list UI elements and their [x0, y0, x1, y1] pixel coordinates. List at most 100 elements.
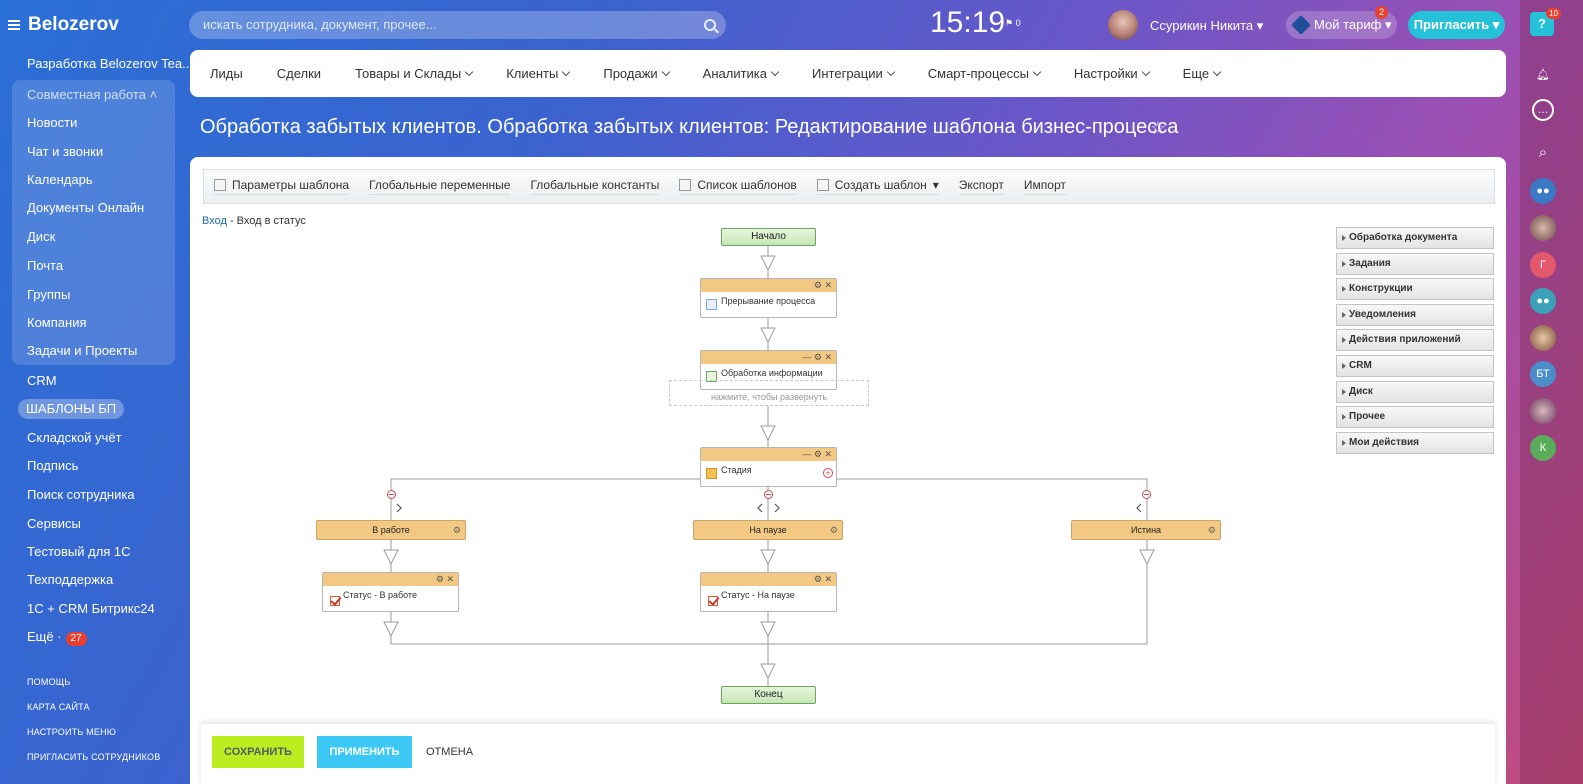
invite-button[interactable]: Пригласить ▾: [1408, 11, 1505, 39]
contact-avatar-icon[interactable]: [1530, 215, 1556, 241]
contact-avatar-icon[interactable]: [1530, 398, 1556, 424]
nav-deals[interactable]: Сделки: [277, 66, 321, 81]
search-icon[interactable]: [704, 19, 716, 31]
palette-document-processing[interactable]: Обработка документа: [1336, 227, 1494, 249]
group-chat-icon[interactable]: ●●: [1530, 178, 1556, 204]
palette-disk[interactable]: Диск: [1336, 380, 1494, 403]
save-button[interactable]: СОХРАНИТЬ: [212, 736, 304, 768]
gear-close-icon[interactable]: ⚙ ✕: [435, 574, 454, 584]
sidebar-item-test-1c[interactable]: Тестовый для 1С: [27, 544, 131, 559]
search-input[interactable]: искать сотрудника, документ, прочее...: [189, 11, 726, 39]
breadcrumb-link[interactable]: Вход: [202, 215, 227, 227]
sidebar-item-groups[interactable]: Группы: [27, 287, 71, 302]
nav-sales[interactable]: Продажи: [603, 66, 670, 81]
contact-avatar-icon[interactable]: [1530, 325, 1556, 351]
invite-employees-link[interactable]: ПРИГЛАСИТЬ СОТРУДНИКОВ: [27, 752, 161, 762]
contact-letter-k-icon[interactable]: К: [1530, 435, 1556, 461]
sidebar-item-employee-search[interactable]: Поиск сотрудника: [27, 487, 135, 502]
sidebar-item-sign[interactable]: Подпись: [27, 458, 79, 473]
bell-icon[interactable]: 🔔︎: [1536, 69, 1550, 81]
apply-button[interactable]: ПРИМЕНИТЬ: [317, 736, 412, 768]
global-consts-button[interactable]: Глобальные константы: [530, 178, 660, 195]
nav-products[interactable]: Товары и Склады: [355, 66, 474, 81]
expand-hint[interactable]: нажмите, чтобы развернуть: [669, 380, 869, 406]
palette-other[interactable]: Прочее: [1336, 406, 1494, 429]
import-button[interactable]: Импорт: [1023, 178, 1066, 195]
help-link[interactable]: ПОМОЩЬ: [27, 677, 71, 687]
palette-my-actions[interactable]: Мои действия: [1336, 431, 1494, 454]
clock[interactable]: 15:19: [930, 6, 1006, 39]
sidebar-item-chat[interactable]: Чат и звонки: [27, 144, 104, 159]
activity-status-pause[interactable]: ⚙ ✕ Статус - На паузе: [700, 572, 837, 612]
gear-close-icon[interactable]: ⚙ ✕: [813, 574, 832, 584]
palette-app-actions[interactable]: Действия приложений: [1336, 329, 1494, 352]
nav-smart-processes[interactable]: Смарт-процессы: [928, 66, 1042, 81]
sidebar-item-collaboration[interactable]: Совместная работа ˄: [27, 87, 157, 102]
sidebar-item-dev-team[interactable]: Разработка Belozerov Tea...: [27, 56, 193, 71]
nav-clients[interactable]: Клиенты: [506, 66, 571, 81]
global-vars-button[interactable]: Глобальные переменные: [369, 178, 511, 195]
nav-more[interactable]: Еще: [1183, 66, 1222, 81]
sidebar-item-services[interactable]: Сервисы: [27, 516, 81, 531]
gear-icon[interactable]: ⚙: [1207, 525, 1216, 535]
palette-constructs[interactable]: Конструкции: [1336, 278, 1494, 301]
branch-paused[interactable]: На паузе⚙: [693, 520, 843, 540]
export-button[interactable]: Экспорт: [958, 178, 1004, 195]
avatar[interactable]: [1108, 10, 1138, 40]
create-template-button[interactable]: Создать шаблон▾: [816, 178, 939, 195]
sidebar-item-tasks[interactable]: Задачи и Проекты: [27, 343, 138, 358]
palette-tasks[interactable]: Задания: [1336, 252, 1494, 275]
template-params-button[interactable]: Параметры шаблона: [214, 178, 350, 195]
logo[interactable]: Belozerov: [8, 14, 119, 36]
sidebar-item-mail[interactable]: Почта: [27, 258, 64, 273]
star-icon[interactable]: ☆: [1150, 118, 1167, 138]
contact-letter-g-icon[interactable]: Г: [1530, 252, 1556, 278]
sidebar-item-company[interactable]: Компания: [27, 315, 87, 330]
search-icon[interactable]: ⌕: [1538, 144, 1548, 161]
sidebar-item-more[interactable]: Ещё ·27: [27, 629, 87, 646]
nav-analytics[interactable]: Аналитика: [703, 66, 780, 81]
sidebar-item-calendar[interactable]: Календарь: [27, 172, 93, 187]
configure-menu-link[interactable]: НАСТРОИТЬ МЕНЮ: [27, 727, 117, 737]
group-icon[interactable]: ●●: [1530, 288, 1556, 314]
tariff-button[interactable]: Мой тариф ▾ 2: [1286, 6, 1397, 39]
sidebar-item-1c-crm[interactable]: 1С + CRM Битрикс24: [27, 601, 155, 616]
branch-true[interactable]: Истина⚙: [1071, 520, 1221, 540]
sidebar-item-bp-templates[interactable]: ШАБЛОНЫ БП: [18, 399, 125, 419]
remove-branch-icon[interactable]: [764, 490, 773, 499]
sidebar-item-crm[interactable]: CRM: [27, 373, 57, 388]
collapse-gear-close-icon[interactable]: — ⚙ ✕: [802, 352, 832, 362]
sidebar-item-docs[interactable]: Документы Онлайн: [27, 200, 145, 215]
gear-close-icon[interactable]: ⚙ ✕: [813, 280, 832, 290]
activity-status-work[interactable]: ⚙ ✕ Статус - В работе: [322, 572, 459, 612]
nav-leads[interactable]: Лиды: [210, 66, 243, 81]
sidebar-item-support[interactable]: Техподдержка: [27, 572, 114, 587]
activity-interrupt[interactable]: ⚙ ✕ Прерывание процесса: [700, 278, 837, 318]
user-menu[interactable]: Ссурикин Никита ▾: [1150, 18, 1263, 34]
remove-branch-icon[interactable]: [1142, 490, 1151, 499]
cancel-button[interactable]: ОТМЕНА: [426, 746, 474, 758]
collapse-gear-close-icon[interactable]: — ⚙ ✕: [802, 449, 832, 459]
palette-crm[interactable]: CRM: [1336, 354, 1494, 377]
menu-icon[interactable]: [8, 20, 20, 30]
sitemap-link[interactable]: КАРТА САЙТА: [27, 702, 90, 712]
branch-in-work[interactable]: В работе⚙: [316, 520, 466, 540]
nav-integrations[interactable]: Интеграции: [812, 66, 895, 81]
add-branch-icon[interactable]: +: [823, 468, 833, 478]
sidebar-item-news[interactable]: Новости: [27, 115, 78, 130]
start-node[interactable]: Начало: [721, 228, 816, 246]
nav-settings[interactable]: Настройки: [1074, 66, 1150, 81]
activity-process-info[interactable]: — ⚙ ✕ Обработка информации: [700, 350, 837, 390]
gear-icon[interactable]: ⚙: [829, 525, 838, 535]
contact-letter-bt-icon[interactable]: БТ: [1530, 361, 1556, 387]
sidebar-item-disk[interactable]: Диск: [27, 229, 56, 244]
end-node[interactable]: Конец: [721, 686, 816, 704]
template-list-button[interactable]: Список шаблонов: [679, 178, 797, 195]
gear-icon[interactable]: ⚙: [452, 525, 461, 535]
logo-text[interactable]: Belozerov: [28, 14, 119, 35]
remove-branch-icon[interactable]: [387, 490, 396, 499]
activity-stage[interactable]: — ⚙ ✕ Стадия +: [700, 447, 837, 487]
palette-notifications[interactable]: Уведомления: [1336, 303, 1494, 326]
sidebar-item-warehouse[interactable]: Складской учёт: [27, 430, 122, 445]
chat-icon[interactable]: …: [1532, 99, 1554, 121]
